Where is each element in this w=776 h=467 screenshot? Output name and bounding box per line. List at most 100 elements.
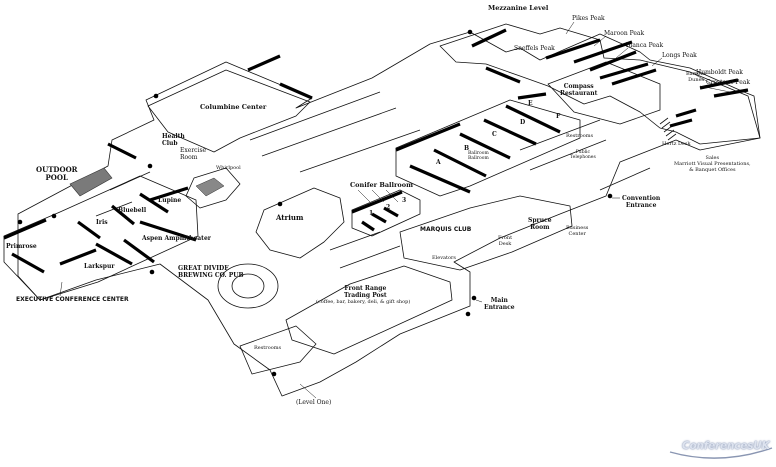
leader-crestone [699,85,731,93]
leader-pikes [565,21,575,35]
marquis-block [399,195,573,271]
label-frontdesk-line2: Desk [498,240,512,247]
label-ballroom-c: C [492,131,497,138]
label-sneffels-peak: Sneffels Peak [514,45,555,52]
wall-mezz-8 [699,78,739,90]
executive-block [3,175,199,301]
wall-columbine-1 [247,54,281,72]
dot-1 [153,93,159,99]
label-compass-line1: Compass [563,83,594,90]
label-lupine: Lupine [158,197,182,204]
wall-exec-5 [139,192,169,214]
wall-exec-4 [110,204,136,226]
pub-rotunda-inner [231,273,265,299]
watermark-swoosh [669,447,773,459]
label-outdoor-pool: OUTDOOR POOL [36,165,78,182]
label-phones-line2: Telephones [570,155,596,161]
wall-conifer-1 [351,190,403,214]
whirlpool-area [185,167,241,209]
label-ballroom-f: F [556,113,561,120]
label-front-desk: Front Desk [498,235,513,248]
wall-mezz-10 [675,108,697,118]
label-public-telephones: Public Telephones [570,150,596,160]
label-sales-line2: Marriott Visual Presentations, [674,160,751,167]
label-convention-entrance: Convention Entrance [622,195,660,210]
label-pub-line2: BREWING CO. PUB [178,271,244,279]
label-sales-line3: & Banquet Offices [689,166,736,173]
wall-exec-8 [95,242,133,266]
wall-exec-11 [107,142,137,160]
wall-ballroom-6 [505,104,561,134]
label-conifer-1: 1 [369,210,374,217]
wall-mezz-2 [485,66,521,84]
ballroom-block [395,99,581,197]
label-blanca-peak: Blanca Peak [626,42,664,49]
wall-exec-3 [77,220,101,240]
label-trading-note: (coffee, bar, bakery, deli, & gift shop) [316,299,411,305]
dot-7 [51,213,57,219]
wall-ballroom-3 [433,148,487,178]
label-health-line2: Club [162,139,178,147]
label-hertz-desk: Hertz Desk [662,141,691,147]
wall-ballroom-5 [483,118,537,146]
label-aspen-amphitheater: Aspen Amphitheater [142,235,211,242]
label-ballroom-line2: Ballroom [468,156,489,162]
leader-conifer [357,189,399,203]
pub-rotunda [217,263,279,309]
outdoor-pool-water [69,167,113,197]
dot-2 [467,29,473,35]
wall-exec-7 [59,248,97,266]
wall-ballroom-7 [517,92,547,100]
mezzanine-block [439,23,761,145]
label-bluebell: Bluebell [118,207,147,214]
leader-main [475,299,483,303]
label-crestone-peak: Crestone Peak [706,79,750,86]
corridor-lines [95,91,651,269]
label-ballroom-a: A [436,159,441,166]
wall-mezz-11 [669,118,693,128]
dot-8 [149,269,155,275]
watermark-logo: ConferencesUK [668,438,774,464]
dot-9 [271,371,277,377]
label-exercise-room: Exercise Room [180,147,207,162]
label-health-club: Health Club [162,133,185,148]
wall-exec-2 [11,252,45,274]
label-conifer-2: 2 [386,204,391,211]
wall-exec-10 [139,220,197,242]
building-outline-main [17,31,761,397]
columbine-block [147,69,311,153]
label-humboldt-peak: Humboldt Peak [696,69,743,76]
label-larkspur: Larkspur [84,263,115,270]
label-mezzanine-level: Mezzanine Level [488,4,549,12]
restrooms-lower-block [239,325,317,375]
wall-exec-9 [123,238,155,264]
leader-humboldt [693,73,713,85]
label-maroon-peak: Maroon Peak [604,30,645,37]
label-spruce-room: Spruce Room [528,217,552,232]
wall-exec-6 [149,186,189,202]
label-restrooms-upper: Restrooms [566,133,594,139]
label-barrons-line1: Barrons [686,71,707,77]
label-sales-line1: Sales [705,155,720,161]
label-restrooms-lower: Restrooms [254,345,282,351]
label-conifer-3: 3 [402,197,407,204]
leader-maroon [593,35,607,47]
wall-ballroom-1 [395,122,461,152]
atrium-area [255,187,345,259]
label-elevators: Elevators [432,255,456,261]
label-spruce-line2: Room [530,223,550,231]
label-ballroom-b: B [464,145,470,152]
label-compass-line2: Restaurant [560,89,598,97]
dot-10 [147,163,153,169]
label-exercise-line2: Room [180,153,198,161]
wall-mezz-9 [713,88,749,98]
label-spruce-line1: Spruce [528,217,552,224]
dot-5 [465,311,471,317]
whirlpool-water [195,177,225,197]
dot-11 [277,201,283,207]
wall-conifer-4 [383,206,399,218]
label-exercise-line1: Exercise [180,147,207,154]
label-main-line2: Entrance [484,303,515,311]
label-ballroom-d: D [520,119,526,126]
label-frontdesk-line1: Front [498,235,513,241]
